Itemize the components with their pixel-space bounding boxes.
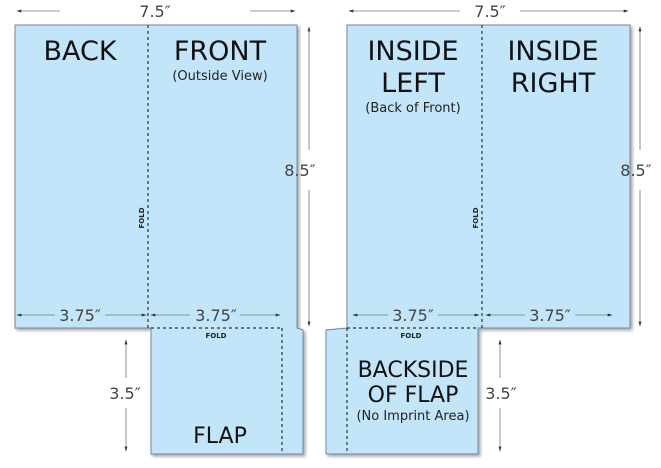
flap-fold-label: FOLD xyxy=(400,332,421,340)
inside-panel xyxy=(325,24,631,455)
inside-left-label-1: INSIDE xyxy=(367,36,458,67)
width-dimension: 7.5″ xyxy=(474,2,505,21)
back-width-dimension: 3.75″ xyxy=(59,306,101,325)
width-dimension: 7.5″ xyxy=(139,2,170,21)
back-label: BACK xyxy=(43,36,117,67)
inside-left-width-dimension: 3.75″ xyxy=(392,306,434,325)
inside-right-label-2: RIGHT xyxy=(511,68,596,99)
fold-label: FOLD xyxy=(472,207,480,228)
backside-flap-label-2: OF FLAP xyxy=(368,383,459,408)
front-label: FRONT xyxy=(174,36,267,67)
front-width-dimension: 3.75″ xyxy=(195,306,237,325)
height-dimension: 8.5″ xyxy=(620,161,651,180)
backside-flap-label-1: BACKSIDE xyxy=(358,358,469,383)
inside-right-width-dimension: 3.75″ xyxy=(529,306,571,325)
height-dimension: 8.5″ xyxy=(284,161,315,180)
fold-label: FOLD xyxy=(138,207,146,228)
outside-view: BACK FRONT (Outside View) FOLD FOLD FLAP… xyxy=(14,2,316,455)
front-sublabel: (Outside View) xyxy=(172,69,267,84)
flap-fold-label: FOLD xyxy=(205,332,226,340)
flap-label: FLAP xyxy=(193,424,247,449)
inside-view: INSIDE LEFT (Back of Front) INSIDE RIGHT… xyxy=(325,2,652,455)
inside-left-label-2: LEFT xyxy=(381,68,445,99)
flap-height-dimension: 3.5″ xyxy=(485,384,516,403)
outside-panel xyxy=(14,24,304,455)
inside-right-label-1: INSIDE xyxy=(507,36,598,67)
inside-left-sublabel: (Back of Front) xyxy=(365,101,460,116)
backside-flap-sublabel: (No Imprint Area) xyxy=(356,409,469,424)
flap-height-dimension: 3.5″ xyxy=(109,384,140,403)
